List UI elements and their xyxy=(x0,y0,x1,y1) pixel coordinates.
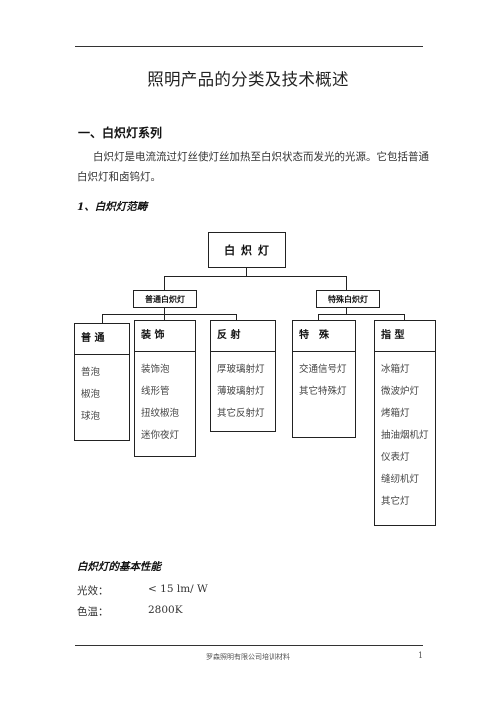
category-item: 抽油烟机灯 xyxy=(381,430,429,441)
category-item: 椒泡 xyxy=(81,389,101,400)
branch-label: 特殊白炽灯 xyxy=(328,295,368,304)
category-box-reflector: 反 射 厚玻璃射灯 薄玻璃射灯 其它反射灯 xyxy=(210,320,276,432)
category-item: 其它特殊灯 xyxy=(299,386,347,397)
category-item: 微波炉灯 xyxy=(381,386,420,397)
category-item: 薄玻璃射灯 xyxy=(217,386,265,397)
category-item: 交通信号灯 xyxy=(299,364,347,375)
branch-box-special: 特殊白炽灯 xyxy=(316,290,380,308)
category-item: 迷你夜灯 xyxy=(141,430,180,441)
category-items: 装饰泡 线形管 扭纹椒泡 迷你夜灯 xyxy=(141,359,179,447)
performance-label: 光效： xyxy=(77,585,109,597)
category-items: 普泡 椒泡 球泡 xyxy=(81,362,100,428)
connector xyxy=(236,314,237,320)
category-item: 其它灯 xyxy=(381,496,410,507)
footer-text: 罗森照明有限公司培训材料 xyxy=(206,653,290,661)
footer-rule xyxy=(75,645,423,646)
performance-heading: 白炽灯的基本性能 xyxy=(77,561,161,573)
category-box-decorative: 装 饰 装饰泡 线形管 扭纹椒泡 迷你夜灯 xyxy=(134,320,196,457)
performance-value: 2800K xyxy=(148,604,183,616)
connector xyxy=(164,308,165,314)
category-label: 装 饰 xyxy=(135,321,195,352)
category-item: 厚玻璃射灯 xyxy=(217,364,265,375)
connector xyxy=(164,314,165,320)
connector xyxy=(164,276,346,277)
category-items: 厚玻璃射灯 薄玻璃射灯 其它反射灯 xyxy=(217,359,265,425)
category-item: 仪表灯 xyxy=(381,452,410,463)
connector xyxy=(246,268,247,276)
category-label: 特 殊 xyxy=(293,321,355,352)
category-box-special: 特 殊 交通信号灯 其它特殊灯 xyxy=(292,320,356,438)
connector xyxy=(102,314,103,323)
performance-value: < 15 lm/ W xyxy=(148,583,208,595)
category-box-ordinary: 普 通 普泡 椒泡 球泡 xyxy=(74,323,130,441)
connector xyxy=(318,314,404,315)
category-label: 反 射 xyxy=(211,321,275,352)
category-item: 烤箱灯 xyxy=(381,408,410,419)
header-rule xyxy=(75,46,423,47)
category-label: 普 通 xyxy=(75,324,129,355)
page-number: 1 xyxy=(418,651,424,660)
category-items: 交通信号灯 其它特殊灯 xyxy=(299,359,347,403)
connector xyxy=(318,314,319,320)
connector xyxy=(102,314,236,315)
category-item: 线形管 xyxy=(141,386,170,397)
section-heading: 一、白炽灯系列 xyxy=(78,126,163,140)
branch-box-ordinary: 普通白炽灯 xyxy=(133,290,197,308)
branch-label: 普通白炽灯 xyxy=(145,295,185,304)
tree-root-label: 白 炽 灯 xyxy=(224,244,270,257)
section-paragraph: 白炽灯是电流流过灯丝使灯丝加热至白炽状态而发光的光源。它包括普通白炽灯和卤钨灯。 xyxy=(77,151,429,183)
category-item: 扭纹椒泡 xyxy=(141,408,180,419)
category-item: 装饰泡 xyxy=(141,364,170,375)
subsection-heading: 1、白炽灯范畴 xyxy=(77,201,148,213)
connector xyxy=(346,308,347,314)
category-item: 缝纫机灯 xyxy=(381,474,420,485)
category-item: 普泡 xyxy=(81,367,101,378)
category-label: 指 型 xyxy=(375,321,435,352)
tree-root-box: 白 炽 灯 xyxy=(208,232,286,268)
page-title: 照明产品的分类及技术概述 xyxy=(147,70,349,89)
category-items: 冰箱灯 微波炉灯 烤箱灯 抽油烟机灯 仪表灯 缝纫机灯 其它灯 xyxy=(381,359,429,513)
category-item: 冰箱灯 xyxy=(381,364,410,375)
connector xyxy=(164,276,165,290)
performance-label: 色温： xyxy=(77,606,109,618)
connector xyxy=(404,314,405,320)
category-item: 球泡 xyxy=(81,411,101,422)
connector xyxy=(346,276,347,290)
category-item: 其它反射灯 xyxy=(217,408,265,419)
category-box-finger: 指 型 冰箱灯 微波炉灯 烤箱灯 抽油烟机灯 仪表灯 缝纫机灯 其它灯 xyxy=(374,320,436,526)
